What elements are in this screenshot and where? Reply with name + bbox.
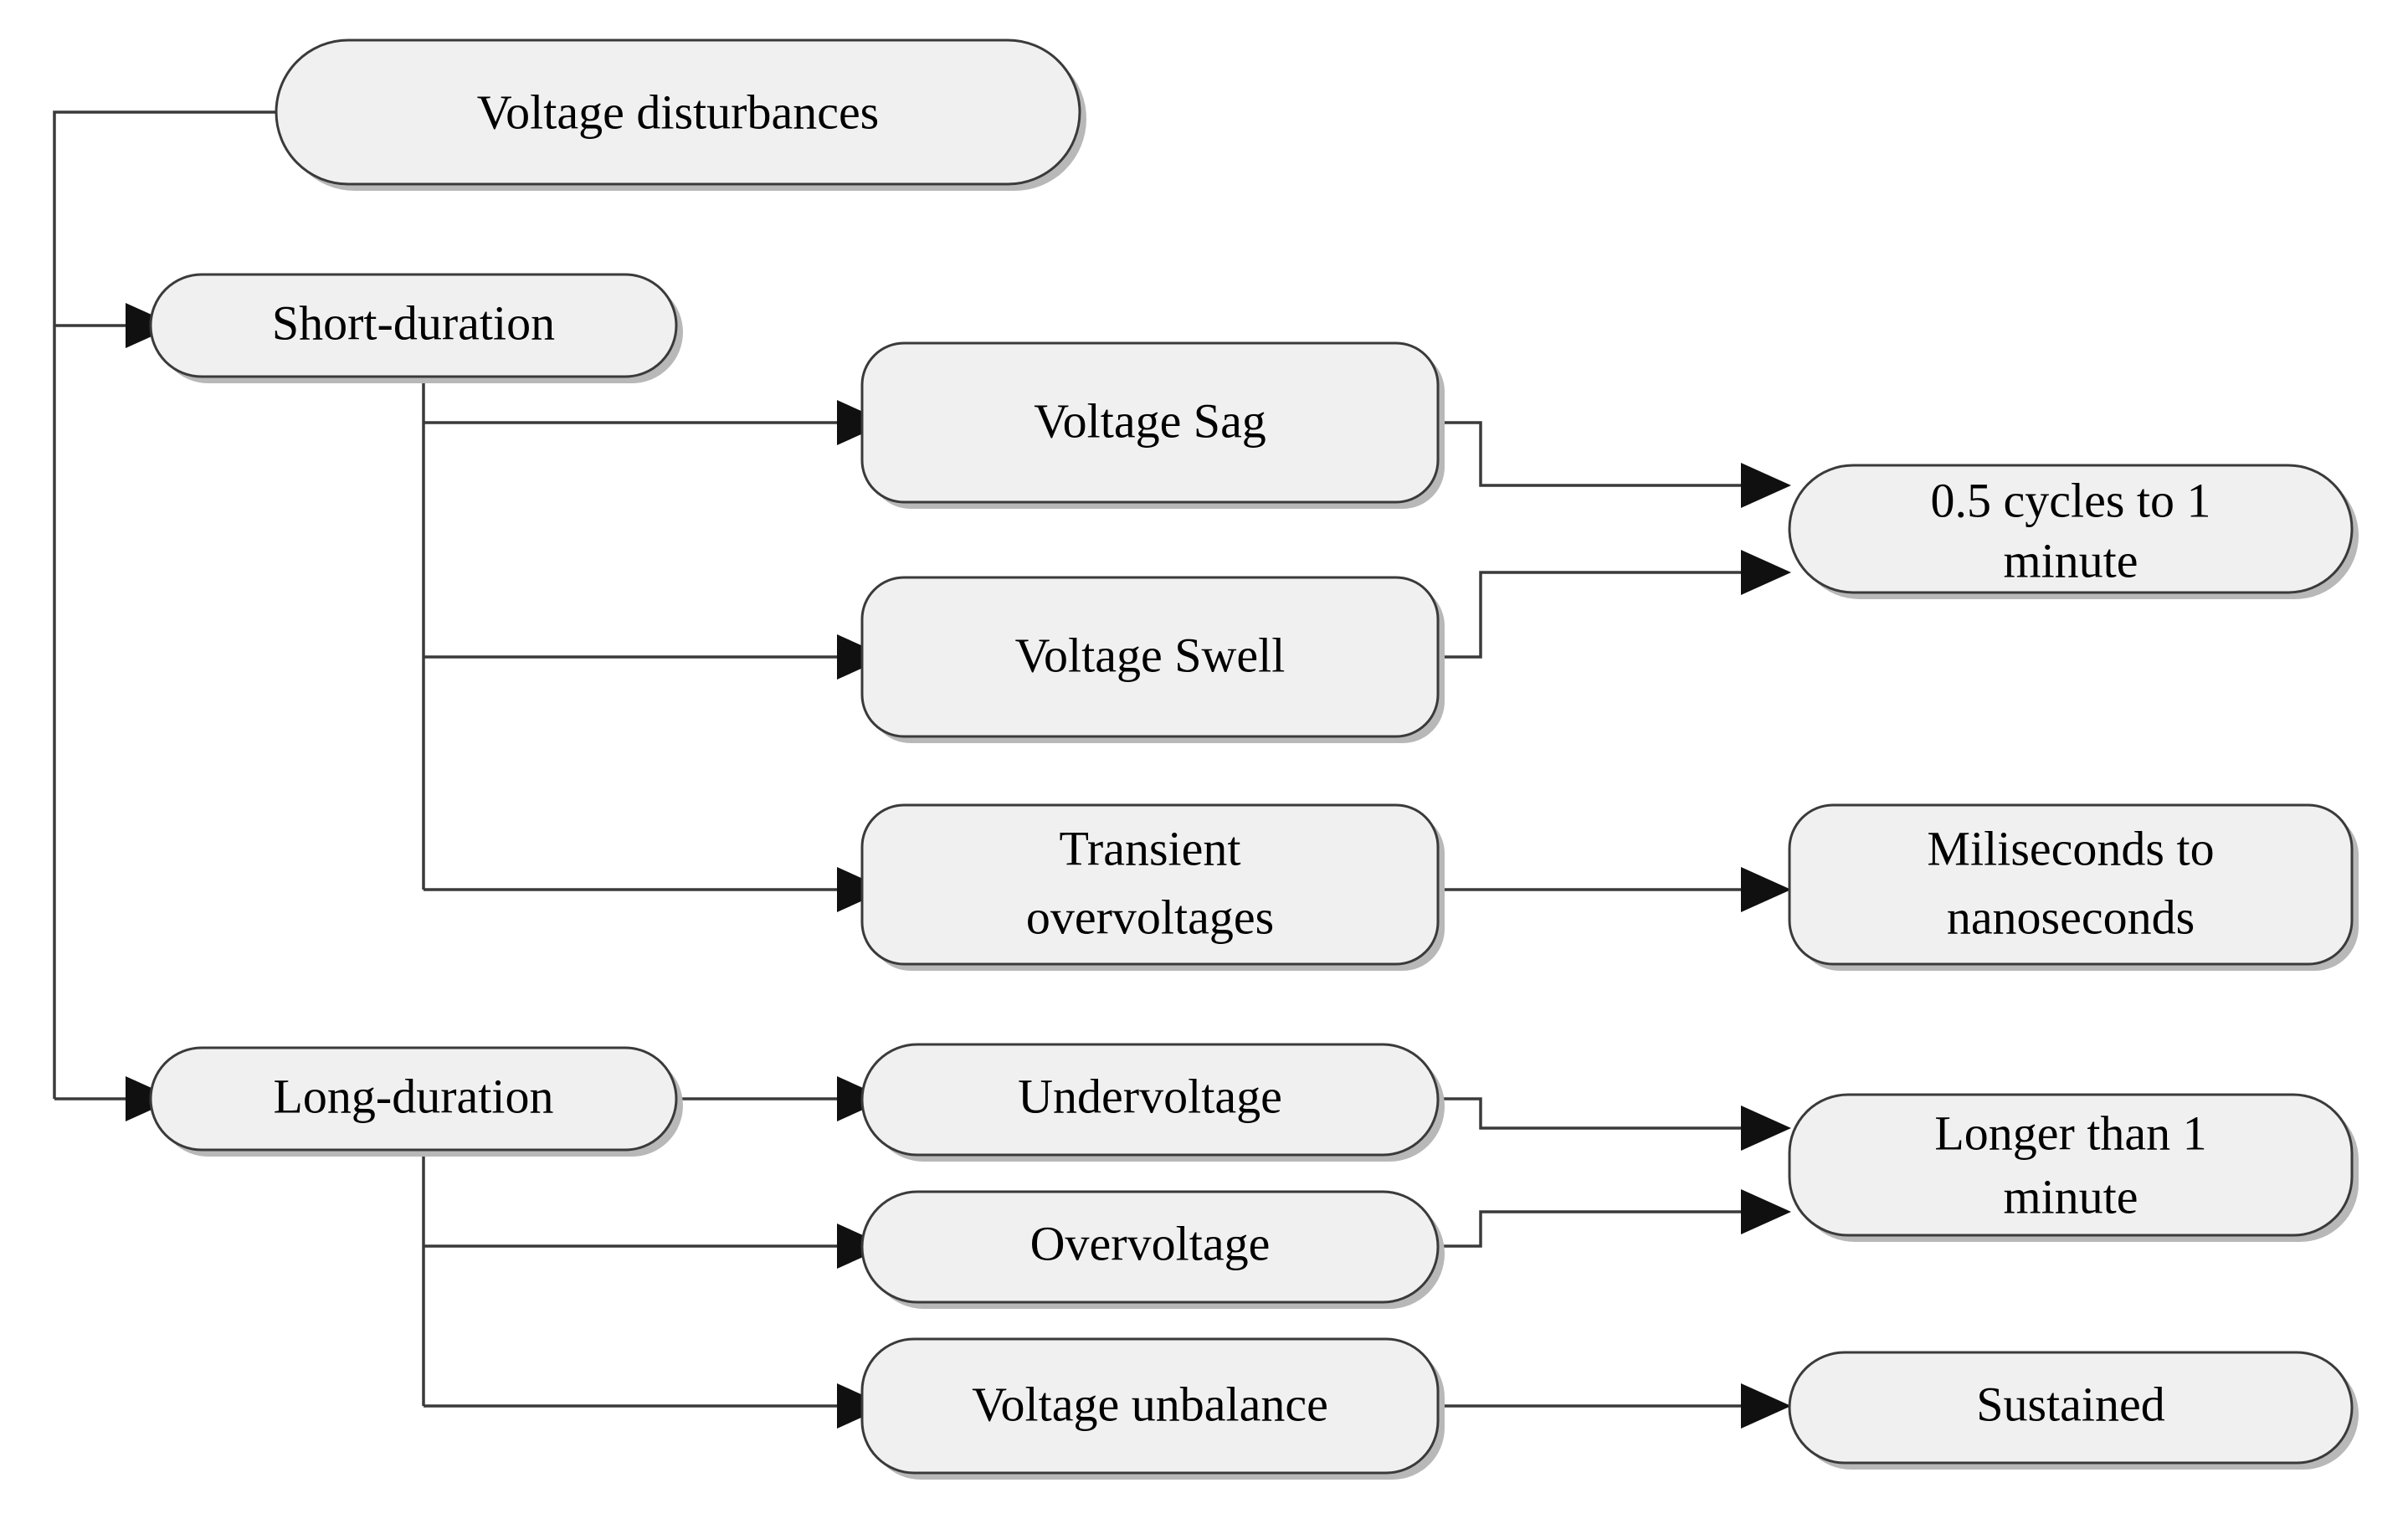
node-label-voltage-swell: Voltage Swell — [1015, 628, 1286, 682]
edge-over-to-duration — [1438, 1210, 1741, 1248]
node-long-duration[interactable]: Long-duration — [149, 1046, 683, 1157]
node-label-duration-short-line2: minute — [2003, 533, 2138, 587]
node-label-short-duration: Short-duration — [272, 295, 555, 350]
edge-under-to-duration — [1438, 1097, 1741, 1130]
node-duration-long[interactable]: Longer than 1 minute — [1788, 1093, 2359, 1242]
node-label-duration-transient-line2: nanoseconds — [1947, 890, 2195, 944]
node-label-duration-long-line1: Longer than 1 — [1934, 1106, 2206, 1160]
arrowhead-over-to-duration — [1741, 1189, 1791, 1234]
node-short-duration[interactable]: Short-duration — [149, 273, 683, 383]
node-duration-sustained[interactable]: Sustained — [1788, 1351, 2359, 1470]
node-overvoltage[interactable]: Overvoltage — [860, 1190, 1445, 1309]
arrowhead-swell-to-duration — [1741, 550, 1791, 595]
node-label-overvoltage: Overvoltage — [1030, 1216, 1271, 1270]
node-label-voltage-disturbances: Voltage disturbances — [477, 85, 880, 139]
node-label-long-duration: Long-duration — [273, 1069, 553, 1123]
node-label-voltage-sag: Voltage Sag — [1034, 393, 1266, 448]
arrowhead-sag-to-duration — [1741, 463, 1791, 508]
node-label-duration-transient-line1: Miliseconds to — [1927, 821, 2214, 875]
edge-root-trunk — [53, 110, 276, 1099]
node-voltage-disturbances[interactable]: Voltage disturbances — [275, 38, 1086, 191]
node-label-transient-overvoltages-line1: Transient — [1060, 821, 1241, 875]
node-duration-short[interactable]: 0.5 cycles to 1 minute — [1788, 464, 2359, 599]
arrowhead-under-to-duration — [1741, 1106, 1791, 1151]
node-label-duration-short-line1: 0.5 cycles to 1 — [1930, 473, 2210, 527]
node-label-voltage-unbalance: Voltage unbalance — [972, 1377, 1328, 1431]
node-label-duration-long-line2: minute — [2003, 1169, 2138, 1224]
node-label-duration-sustained: Sustained — [1976, 1377, 2165, 1431]
node-undervoltage[interactable]: Undervoltage — [860, 1043, 1445, 1162]
arrowhead-transient-to-duration — [1741, 867, 1791, 912]
node-voltage-sag[interactable]: Voltage Sag — [860, 341, 1445, 509]
node-voltage-swell[interactable]: Voltage Swell — [860, 576, 1445, 743]
node-label-transient-overvoltages-line2: overvoltages — [1026, 890, 1274, 944]
edge-sag-to-duration — [1438, 421, 1741, 487]
node-voltage-unbalance[interactable]: Voltage unbalance — [860, 1337, 1445, 1480]
arrowhead-unbalance-to-duration — [1741, 1383, 1791, 1429]
node-label-undervoltage: Undervoltage — [1018, 1069, 1282, 1123]
node-duration-transient[interactable]: Miliseconds to nanoseconds — [1788, 803, 2359, 971]
node-layer: Voltage disturbances Short-duration Long… — [149, 38, 2359, 1480]
node-transient-overvoltages[interactable]: Transient overvoltages — [860, 803, 1445, 971]
edge-swell-to-duration — [1438, 571, 1741, 659]
